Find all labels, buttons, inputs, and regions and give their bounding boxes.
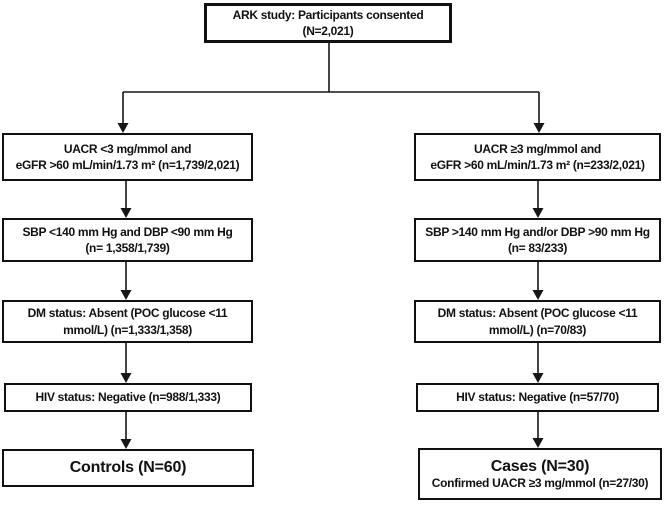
box-right-hiv: HIV status: Negative (n=57/70) [416, 383, 659, 412]
arrowhead-right-4-5 [532, 438, 544, 448]
box-right-dm: DM status: Absent (POC glucose <11 mmol/… [414, 300, 661, 343]
box-left-uacr: UACR <3 mg/mmol and eGFR >60 mL/min/1.73… [2, 133, 253, 181]
box-consented: ARK study: Participants consented (N=2,0… [204, 3, 452, 43]
box-left-dm: DM status: Absent (POC glucose <11 mmol/… [2, 300, 253, 343]
cases-outcome-subtitle: Confirmed UACR ≥3 mg/mmol (n=27/30) [431, 475, 649, 490]
box-left-dm-text: DM status: Absent (POC glucose <11 mmol/… [27, 306, 228, 337]
box-cases-outcome: Cases (N=30) Confirmed UACR ≥3 mg/mmol (… [418, 448, 662, 500]
box-right-hiv-text: HIV status: Negative (n=57/70) [456, 390, 619, 405]
box-controls-outcome: Controls (N=60) [2, 449, 254, 487]
arrowhead-right-drop [533, 123, 545, 133]
box-consented-text: ARK study: Participants consented (N=2,0… [232, 7, 424, 38]
box-right-uacr-text: UACR ≥3 mg/mmol and eGFR >60 mL/min/1.73… [430, 141, 645, 172]
box-right-bp: SBP >140 mm Hg and/or DBP >90 mm Hg (n= … [414, 218, 661, 262]
box-right-uacr: UACR ≥3 mg/mmol and eGFR >60 mL/min/1.73… [414, 133, 661, 181]
box-left-hiv-text: HIV status: Negative (n=988/1,333) [35, 390, 221, 405]
box-left-bp: SBP <140 mm Hg and DBP <90 mm Hg (n= 1,3… [2, 218, 253, 262]
arrowhead-right-2-3 [532, 290, 544, 300]
box-left-bp-text: SBP <140 mm Hg and DBP <90 mm Hg (n= 1,3… [22, 224, 233, 255]
arrowhead-left-1-2 [120, 208, 132, 218]
box-left-uacr-text: UACR <3 mg/mmol and eGFR >60 mL/min/1.73… [15, 141, 240, 172]
arrowhead-left-drop [117, 123, 129, 133]
arrowhead-left-4-5 [120, 439, 132, 449]
arrowhead-left-2-3 [120, 290, 132, 300]
box-left-hiv: HIV status: Negative (n=988/1,333) [4, 383, 252, 412]
arrowhead-right-3-4 [532, 373, 544, 383]
arrowhead-left-3-4 [120, 373, 132, 383]
box-right-bp-text: SBP >140 mm Hg and/or DBP >90 mm Hg (n= … [425, 224, 650, 255]
controls-outcome-title: Controls (N=60) [69, 459, 187, 477]
arrowhead-right-1-2 [532, 208, 544, 218]
cases-outcome-title: Cases (N=30) [490, 457, 590, 475]
box-right-dm-text: DM status: Absent (POC glucose <11 mmol/… [437, 306, 638, 337]
